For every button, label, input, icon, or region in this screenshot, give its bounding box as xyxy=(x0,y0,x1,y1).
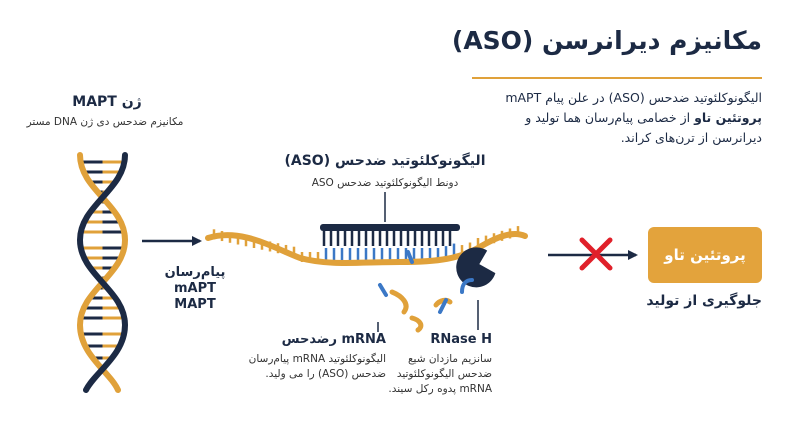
cut-mrna-desc-line-1: الیگونوکلئوتید mRNA پیام‌رسان xyxy=(248,353,386,365)
mrna-label-line-2: MAPT xyxy=(174,297,216,312)
tau-protein-box: پروتئین تاو xyxy=(648,227,762,283)
fragment-blue-2 xyxy=(406,250,414,264)
cleaved-fragments xyxy=(378,250,474,333)
fragment-blue-4 xyxy=(438,298,448,314)
aso-backbone xyxy=(320,224,460,231)
fragment-gold-1 xyxy=(389,289,409,315)
mrna-label-line-1: پیام‌رسان mAPT xyxy=(164,265,226,296)
aso-strand xyxy=(320,192,460,246)
page-title: مکانیزم دیرانرسن (ASO) xyxy=(451,26,762,55)
gene-subtitle: مکانیزم ضدحس دی ژن DNA مستر xyxy=(26,116,184,128)
rnase-desc-line-1: سانزیم مازدان شیع xyxy=(407,353,492,365)
aso-subtitle: دونط الیگونوکلئوتید ضدحس ASO xyxy=(311,177,459,189)
title-underline xyxy=(472,77,762,79)
fragment-gold-3 xyxy=(433,297,453,308)
intro-text: الیگونوکلئوتید ضدحس (ASO) در علن پیام mA… xyxy=(462,88,762,148)
gene-title: ژن MAPT xyxy=(72,94,142,110)
rnase-h-pacman-icon xyxy=(456,247,496,288)
red-x-icon xyxy=(579,237,613,271)
cut-mrna-title: mRNA رضدحس xyxy=(281,332,386,347)
dna-strand-navy xyxy=(76,152,129,393)
intro-line-3: دیرانرسن از ترن‌های کراند. xyxy=(620,130,762,145)
dna-strand-gold xyxy=(76,152,129,393)
dna-helix-icon xyxy=(76,152,129,393)
mrna-backbone xyxy=(205,230,528,266)
cut-mrna-desc-line-2: ضدحس (ASO) را می ولید. xyxy=(265,368,386,380)
rnase-title: RNase H xyxy=(430,332,492,347)
fragment-blue-1 xyxy=(378,283,388,297)
intro-highlight: پروتئین تاو xyxy=(694,110,762,125)
intro-line-1: الیگونوکلئوتید ضدحس (ASO) در علن پیام mA… xyxy=(505,90,762,105)
rnase-desc: سانزیم مازدان شیع ضدحس الیگونوکلئوتید mR… xyxy=(372,352,492,397)
intro-line-2: پروتئین تاو از خصامی پیام‌رسان هما تولید… xyxy=(462,108,762,128)
prevention-label: جلوگیری از تولید xyxy=(646,293,762,309)
aso-title: الیگونوکلئوتید ضدحس (ASO) xyxy=(284,153,486,169)
aso-bases xyxy=(322,231,452,246)
fragment-blue-3 xyxy=(460,278,474,294)
cut-mrna-desc: الیگونوکلئوتید mRNA پیام‌رسان ضدحس (ASO)… xyxy=(216,352,386,382)
rnase-desc-line-3: mRNA پدوه رکل سیند. xyxy=(388,383,492,395)
rnase-desc-line-2: ضدحس الیگونوکلئوتید xyxy=(396,368,492,380)
mrna-label: پیام‌رسان mAPT MAPT xyxy=(150,265,240,313)
fragment-gold-2 xyxy=(409,315,424,333)
intro-line-2-rest: از خصامی پیام‌رسان هما تولید و xyxy=(525,110,695,125)
